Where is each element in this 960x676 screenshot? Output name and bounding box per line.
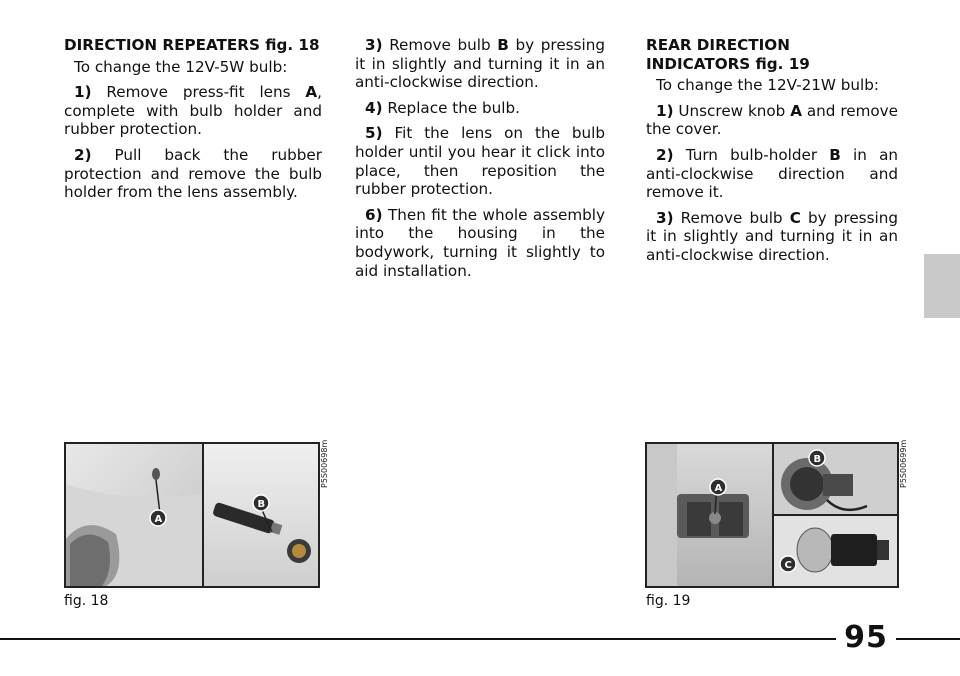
footer-rule-right [896,638,960,640]
intro-text: To change the 12V-5W bulb: [74,57,288,76]
svg-text:B: B [814,454,822,465]
step-5: 5) Fit the lens on the bulb holder until… [355,124,606,199]
svg-text:C: C [785,560,792,571]
intro-text: To change the 12V-21W bulb: [656,76,880,95]
left-column: DIRECTION REPEATERS fig. 18 To change th… [64,36,322,209]
callout-b-badge: B [808,449,826,467]
figure-19-callouts: A B C [709,449,826,573]
page-number: 95 [844,620,888,655]
step-4: 4) Replace the bulb. [365,98,520,117]
step-number: 2) [74,145,92,164]
step-number: 1) [74,83,92,102]
figure-19-photo: A B C [645,442,899,588]
callout-c-badge: C [779,555,797,573]
callout-a-badge: A [709,478,727,496]
figure-18-caption: fig. 18 [64,593,109,609]
figure-18-photo: A B [64,442,320,588]
middle-column: 3) Remove bulb B by pressing it in sligh… [355,36,605,287]
svg-text:B: B [258,499,266,510]
svg-text:A: A [715,483,723,494]
svg-text:A: A [155,514,163,525]
section-tab-marker [924,254,960,318]
callout-a-badge: A [149,509,167,527]
step-1: 1) Remove press-fit lens A, complete wit… [64,83,322,139]
figure-19-code: P5S00699m [899,439,908,488]
figure-19-caption: fig. 19 [646,593,691,609]
figure-18-code: P5S00698m [320,439,329,488]
figure-18-callouts: A B [149,494,270,527]
step-1: 1) Unscrew knob A and remove the cover. [646,101,898,139]
figure-19-illustration [647,444,897,586]
figure-18-illustration [66,444,318,586]
step-3: 3) Remove bulb C by pressing it in sligh… [646,208,898,264]
step-6: 6) Then fit the whole assembly into the … [355,205,606,280]
section-heading-direction-repeaters: DIRECTION REPEATERS fig. 18 [64,36,320,54]
step-2: 2) Turn bulb-holder B in an anti-clockwi… [646,145,899,202]
callout-b-badge: B [252,494,270,512]
step-3: 3) Remove bulb B by pressing it in sligh… [355,36,605,92]
step-2: 2) Pull back the rubber protection and r… [64,145,323,202]
footer-rule-left [0,638,836,640]
